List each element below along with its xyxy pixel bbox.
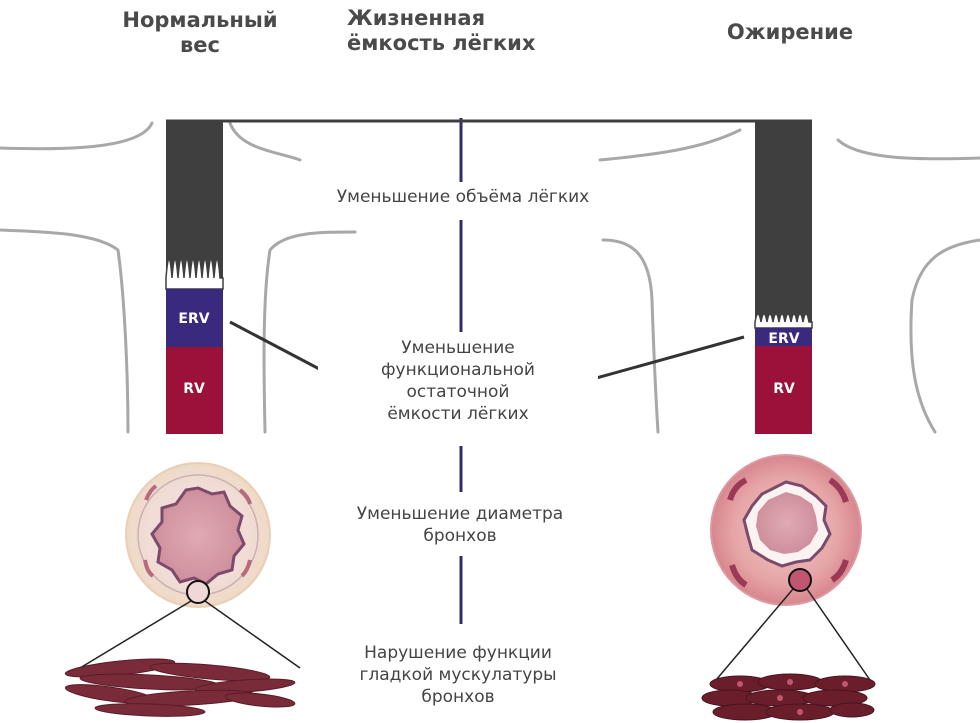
obese-rv-label: RV — [773, 381, 795, 397]
normal-smooth-muscle-cells — [64, 655, 295, 718]
frc-pointer-right — [582, 337, 744, 382]
obese-vital-capacity-segment — [755, 121, 812, 328]
header-vital-capacity: Жизненная ёмкость лёгких — [347, 6, 587, 56]
normal-bronchus-illustration — [80, 463, 300, 668]
label-smooth-muscle-dysfunction: Нарушение функции гладкой мускулатуры бр… — [318, 642, 598, 708]
obese-erv-label: ERV — [768, 331, 799, 347]
label-frc-decrease: Уменьшение функциональной остаточной ёмк… — [318, 337, 598, 425]
header-normal-weight: Нормальный вес — [80, 8, 320, 58]
normal-erv-label: ERV — [178, 311, 209, 327]
normal-rv-label: RV — [183, 381, 205, 397]
obese-smooth-muscle-cells — [702, 674, 875, 720]
header-obesity: Ожирение — [690, 20, 890, 45]
label-lung-volume-decrease: Уменьшение объёма лёгких — [298, 186, 628, 208]
obese-bronchus-illustration — [711, 455, 870, 680]
label-bronchi-diameter-decrease: Уменьшение диаметра бронхов — [315, 503, 605, 547]
